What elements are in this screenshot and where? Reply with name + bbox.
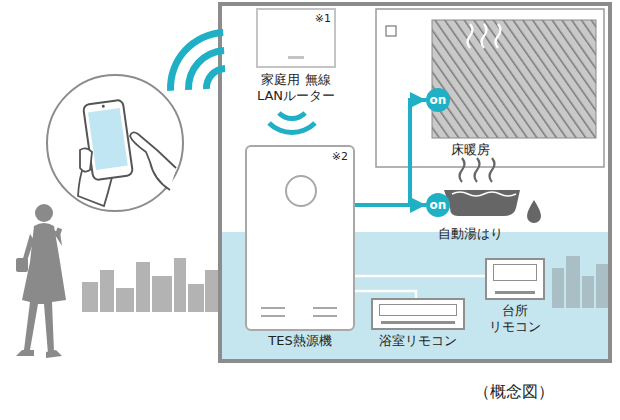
node-text: 自動湯はり [420, 226, 520, 242]
function-label: 自動湯はり [420, 226, 520, 242]
thumb [80, 148, 92, 171]
note-mark: ※1 [315, 13, 331, 24]
signal-wire [355, 291, 416, 298]
heat-source-unit: ※2TES熱源機 [245, 145, 355, 349]
node-text: TES熱源機 [245, 333, 355, 349]
signal-wire [355, 275, 485, 278]
callout-circle [47, 75, 183, 211]
node-text: on [430, 94, 447, 106]
city-skyline [552, 256, 610, 308]
wifi-signal [167, 29, 225, 91]
house-frame [220, 4, 610, 361]
on-badge: on [426, 88, 450, 112]
router-box: ※1 家庭用 無線 LANルーター [246, 8, 346, 103]
wifi-arc [267, 121, 316, 135]
steam [460, 158, 495, 182]
person [16, 204, 66, 358]
heat-waves [468, 24, 501, 48]
flow-arrow [355, 203, 426, 207]
phone-screen [88, 108, 128, 170]
unit-vent [261, 315, 285, 317]
remote-body [371, 298, 465, 330]
remote-body [485, 258, 545, 300]
on-badge: on [426, 193, 450, 217]
node-text: on [430, 199, 447, 211]
city-skyline [82, 258, 218, 312]
wifi-arc [277, 111, 307, 121]
unit-vent [313, 307, 337, 309]
node-text: 床暖房 [436, 142, 504, 158]
pointing-hand [130, 132, 176, 190]
router-slot [288, 56, 304, 59]
unit-vent [261, 307, 285, 309]
remote-buttons [381, 321, 455, 324]
kitchen-remote: 台所 リモコン [480, 258, 550, 334]
node-text: 浴室リモコン [368, 333, 468, 349]
bath-remote: 浴室リモコン [368, 298, 468, 349]
unit-dial [285, 175, 317, 207]
node-text: 家庭用 無線 LANルーター [246, 72, 346, 103]
flow-arrow [355, 100, 426, 205]
node-text: 台所 リモコン [480, 303, 550, 334]
wifi-arc [167, 29, 223, 91]
bath-tub [444, 190, 520, 216]
remote-screen [493, 264, 537, 281]
water-drop [527, 200, 541, 223]
caption: （概念図） [474, 382, 554, 403]
remote-screen [379, 304, 457, 316]
wifi-signal [267, 111, 316, 135]
remote-buttons [495, 291, 535, 294]
unit-body: ※2 [245, 145, 355, 331]
router-body: ※1 [256, 8, 336, 68]
phone-camera [102, 105, 105, 108]
wifi-arc [203, 65, 225, 89]
bath-water [452, 192, 516, 196]
unit-vent [313, 315, 337, 317]
function-label: 床暖房 [436, 142, 504, 158]
note-mark: ※2 [332, 151, 348, 162]
room-icon [386, 26, 396, 36]
wifi-arc [185, 47, 224, 90]
floor-tile [432, 20, 596, 138]
